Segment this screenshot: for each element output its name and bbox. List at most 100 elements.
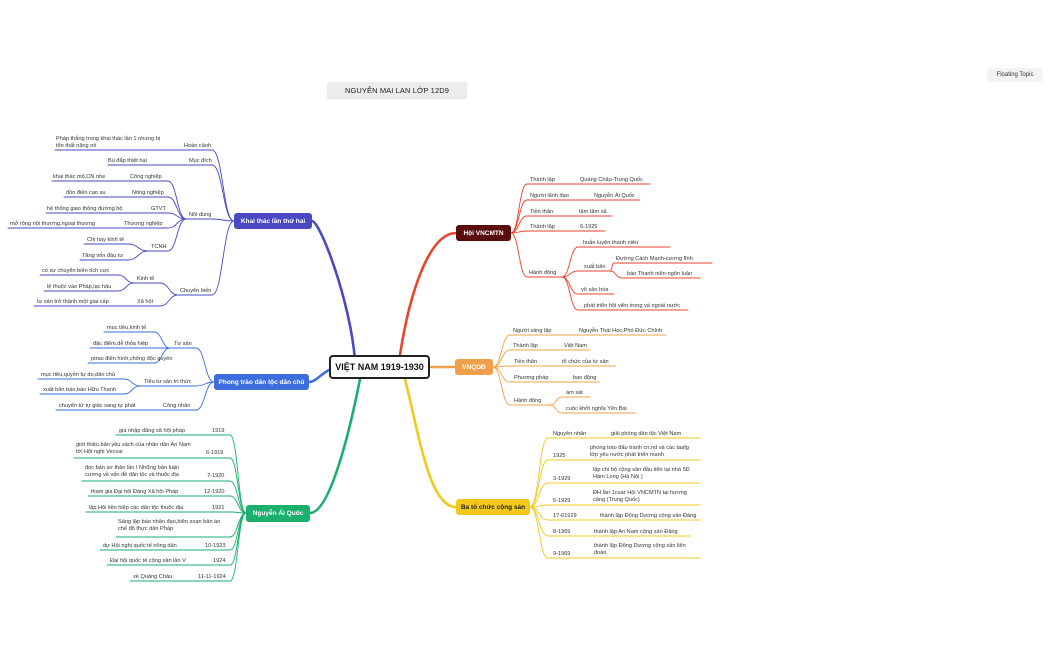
vnqdd-nguoi-sang-lap-value: Nguyễn Thái Học,Phó Đức Chính: [579, 328, 663, 334]
connector-line: [229, 434, 247, 514]
connector-line: [529, 506, 549, 559]
naq-item-text: Đại hội quốc tế cộng sản lần V: [110, 558, 186, 564]
vnqdd-phuong-phap-value: bạo động: [573, 375, 597, 381]
connector-line: [492, 349, 511, 368]
btc-item-date: 8-1969: [553, 529, 571, 535]
connector-line: [510, 232, 528, 278]
naq-item-text: gia nhập đảng xã hội pháp: [119, 428, 185, 434]
naq-item-date: 1919: [212, 428, 225, 434]
connector-line: [510, 199, 528, 234]
topic-ba-to-chuc[interactable]: Ba tổ chức cộng sản: [456, 499, 530, 515]
btc-item-text: phong trào đấu tranh cn,nd và các taafg …: [590, 445, 689, 458]
connector-line: [561, 270, 579, 278]
connector-line: [123, 385, 141, 395]
topic-khai-thac[interactable]: Khai thác lần thứ hai: [234, 213, 312, 229]
topic-phong-trao[interactable]: Phong trào dân tộc dân chủ: [214, 374, 309, 390]
vncmtn-phat-trien: phát triển hội viên trong và ngoài nước: [584, 303, 681, 309]
vnqdd-tien-than-label: Tiền thân: [514, 359, 538, 365]
topic-hoi-vncmtn[interactable]: Hội VNCMTN: [456, 225, 511, 241]
connector-line: [211, 164, 235, 222]
connector-line: [529, 459, 549, 508]
connector-line: [211, 149, 235, 222]
tcnh-detail-1: Chi hay kinh tế: [87, 237, 125, 243]
trunk-ba-to-chuc: [403, 377, 458, 509]
gtvt-label: GTVT: [151, 206, 166, 212]
vncmtn-thanh-lap-value: Quảng Châu-Trung Quốc: [580, 177, 643, 183]
cong-nghiep-label: Công nghiệp: [130, 174, 162, 180]
connector-line: [117, 274, 135, 284]
vncmtn-xuat-ban-label: xuất bản: [584, 264, 606, 270]
btc-nguyen-nhan-value: giải phóng dân tộc Việt Nam: [611, 431, 682, 437]
connector-line: [529, 437, 549, 508]
naq-item-text: tham gia Đại hội Đảng Xã hội Pháp: [91, 489, 179, 495]
connector-line: [229, 457, 247, 514]
topic-nguyen-ai-quoc[interactable]: Nguyễn Ái Quốc: [246, 505, 310, 522]
topic-vnqdd[interactable]: VNQDĐ: [455, 359, 493, 375]
naq-item-date: 12-1920: [204, 489, 225, 495]
vnqdd-nguoi-sang-lap-label: Người sáng lập: [513, 328, 552, 334]
connector-line: [609, 262, 615, 272]
btc-nguyen-nhan-label: Nguyên nhân: [553, 431, 587, 437]
tieu-tu-san-detail-1: mục tiêu,quyền tự do,dân chủ: [41, 372, 116, 378]
vncmtn-tien-than-label: Tiền thân: [530, 209, 554, 215]
floating-topic[interactable]: Floating Topic: [987, 68, 1043, 82]
tcnh-label: TCNH: [151, 244, 167, 250]
kinh-te-detail-1: có sự chuyển biến tích cực: [42, 268, 110, 274]
naq-item-date: 6-1919: [206, 450, 224, 456]
connector-line: [127, 250, 149, 261]
naq-item-text: đọc bản sơ thảo lần I Những bản luận cươ…: [85, 465, 180, 478]
vncmtn-huan-luyen: huấn luyện thanh niên: [583, 240, 639, 246]
hoan-canh-detail: Pháp thắng trong khai thác lần 1 nhưng b…: [56, 136, 161, 149]
btc-item-date: 3-1929: [553, 476, 571, 482]
vncmtn-vo-san-hoa: vô sản hóa: [581, 287, 609, 293]
connector-line: [492, 366, 511, 383]
btc-item-text: thành lập Đông Dương cộng sản Đảng: [600, 513, 697, 519]
connector-line: [123, 378, 141, 387]
connector-line: [211, 218, 235, 222]
connector-line: [167, 180, 187, 220]
btc-item-date: 5-1929: [553, 498, 571, 504]
naq-item-text: dự Hội nghị quốc tế nông dân: [103, 543, 177, 549]
connector-line: [153, 347, 171, 364]
naq-item-text: giới thiệu bản yêu sách của nhân dân An …: [76, 442, 191, 455]
connector-line: [609, 270, 623, 279]
connector-line: [549, 396, 563, 406]
muc-dich-label: Mục đích: [189, 158, 212, 164]
connector-line: [117, 282, 135, 292]
vncmtn-tien-than-value: tâm tâm xã: [579, 209, 607, 215]
tu-san-detail-3: ptrao điển hình,chống độc quyền: [91, 356, 173, 362]
naq-item-date: 1924: [213, 558, 226, 564]
connector-line: [153, 331, 171, 349]
vncmtn-xb-thanh-nien: báo Thanh niên-ngôn luận: [627, 271, 693, 277]
connector-line: [167, 196, 187, 220]
hoan-canh-label: Hoàn cảnh: [184, 143, 212, 149]
connector-line: [561, 276, 579, 311]
muc-dich-detail: Bù đắp thiệt hại: [108, 158, 147, 164]
connector-line: [492, 334, 511, 368]
tu-san-label: Tư sản: [174, 341, 192, 347]
tu-san-detail-2: đặc điểm,dễ thỏa hiệp: [93, 341, 149, 347]
xa-hoi-detail: tư sản trở thành một giai cấp: [37, 299, 109, 305]
naq-item-date: 10-1923: [205, 543, 226, 549]
tieu-tu-san-label: Tiểu tư sản trí thức: [144, 379, 192, 385]
vnqdd-yen-bai: cuộc khởi nghĩa Yên Bái: [566, 406, 627, 412]
connector-line: [195, 381, 215, 411]
connector-line: [529, 482, 549, 508]
central-topic[interactable]: VIỆT NAM 1919-1930: [329, 355, 430, 379]
btc-item-text: lập chi bộ cộng sản đầu tiên tại nhà 5D …: [593, 467, 690, 480]
connector-line: [510, 230, 528, 234]
naq-item-date: 11-11-1924: [198, 574, 226, 580]
connector-line: [229, 495, 247, 514]
xa-hoi-label: Xã hội: [137, 299, 153, 305]
connector-line: [159, 282, 179, 296]
vncmtn-nguoi-lanh-dao-label: Người lãnh đạo: [530, 193, 569, 199]
connector-line: [127, 243, 149, 252]
naq-item-date: 7-1920: [207, 473, 225, 479]
vnqdd-am-sat: ám sát: [566, 390, 583, 396]
connector-line: [229, 512, 247, 582]
vncmtn-thanh-lap-2-label: Thành lập: [530, 224, 555, 230]
tu-san-detail-1: mục tiêu,kinh tế: [107, 325, 147, 331]
connector-line: [561, 246, 579, 278]
naq-item-text: lập Hội liên hiệp các dân tộc thuộc địa: [89, 505, 184, 511]
btc-item-text: thành lập Đông Dương cộng sản liên đoàn: [594, 543, 686, 556]
